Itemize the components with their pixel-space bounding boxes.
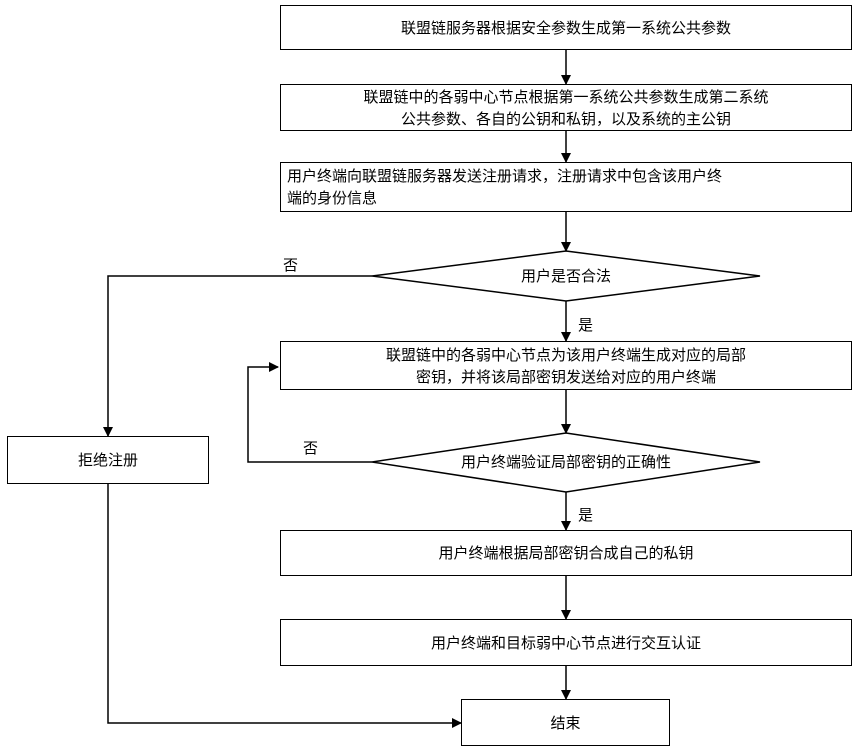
step5-text: 用户终端根据局部密钥合成自己的私钥 xyxy=(438,542,693,564)
step5-box: 用户终端根据局部密钥合成自己的私钥 xyxy=(280,530,852,576)
reject-text: 拒绝注册 xyxy=(78,449,138,471)
end-box: 结束 xyxy=(461,699,670,746)
yes-label-2: 是 xyxy=(578,504,593,525)
reject-box: 拒绝注册 xyxy=(7,436,209,484)
yes-label-1: 是 xyxy=(578,314,593,335)
step4-box: 联盟链中的各弱中心节点为该用户终端生成对应的局部 密钥，并将该局部密钥发送给对应… xyxy=(280,341,852,390)
step2-box: 联盟链中的各弱中心节点根据第一系统公共参数生成第二系统 公共参数、各自的公钥和私… xyxy=(280,84,852,131)
step6-text: 用户终端和目标弱中心节点进行交互认证 xyxy=(431,632,701,654)
no-label-1: 否 xyxy=(283,254,298,275)
arrow-reject-to-end xyxy=(108,484,461,723)
end-text: 结束 xyxy=(550,712,580,734)
step6-box: 用户终端和目标弱中心节点进行交互认证 xyxy=(280,619,852,666)
step1-box: 联盟链服务器根据安全参数生成第一系统公共参数 xyxy=(280,5,852,50)
decision1-text: 用户是否合法 xyxy=(466,265,666,286)
step1-text: 联盟链服务器根据安全参数生成第一系统公共参数 xyxy=(401,17,731,39)
no-label-2: 否 xyxy=(303,437,318,458)
step4-text: 联盟链中的各弱中心节点为该用户终端生成对应的局部 密钥，并将该局部密钥发送给对应… xyxy=(386,344,746,388)
step2-text: 联盟链中的各弱中心节点根据第一系统公共参数生成第二系统 公共参数、各自的公钥和私… xyxy=(363,86,768,130)
decision2-text: 用户终端验证局部密钥的正确性 xyxy=(426,451,706,472)
step3-box: 用户终端向联盟链服务器发送注册请求，注册请求中包含该用户终 端的身份信息 xyxy=(280,162,852,212)
step3-text: 用户终端向联盟链服务器发送注册请求，注册请求中包含该用户终 端的身份信息 xyxy=(287,165,845,209)
